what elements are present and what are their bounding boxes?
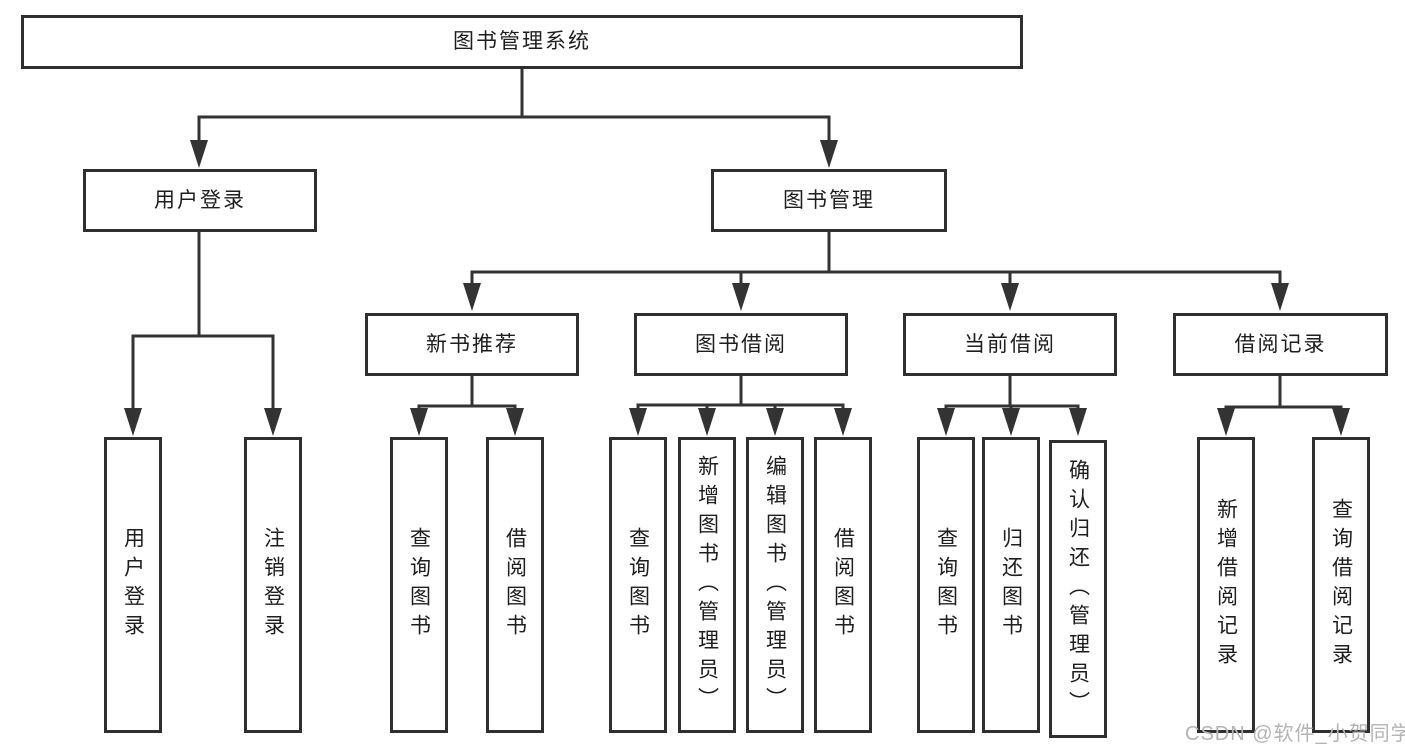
node-new-book-recommend: 新书推荐 bbox=[365, 313, 579, 376]
leaf-borrow-books-recommend: 借阅图书 bbox=[486, 437, 544, 733]
leaf-query-borrow-record: 查询借阅记录 bbox=[1312, 437, 1370, 733]
node-book-borrow: 图书借阅 bbox=[634, 313, 848, 376]
node-user-login: 用户登录 bbox=[83, 169, 317, 232]
node-borrow-record: 借阅记录 bbox=[1173, 313, 1388, 376]
csdn-watermark: CSDN @软件_小贺同学 bbox=[1185, 723, 1405, 745]
node-root-system: 图书管理系统 bbox=[21, 15, 1023, 69]
leaf-add-borrow-record: 新增借阅记录 bbox=[1197, 437, 1255, 733]
leaf-edit-books-admin: 编辑图书（管理员） bbox=[746, 437, 804, 733]
leaf-confirm-return-admin: 确认归还（管理员） bbox=[1049, 440, 1107, 738]
leaf-query-books-current: 查询图书 bbox=[917, 437, 975, 733]
node-current-borrow: 当前借阅 bbox=[903, 313, 1117, 376]
node-book-management: 图书管理 bbox=[711, 169, 947, 232]
leaf-borrow-books: 借阅图书 bbox=[814, 437, 872, 733]
arrowheads bbox=[124, 140, 1350, 436]
leaf-logout: 注销登录 bbox=[244, 437, 302, 733]
leaf-user-login: 用户登录 bbox=[104, 437, 162, 733]
leaf-query-books-borrow: 查询图书 bbox=[609, 437, 667, 733]
leaf-add-books-admin: 新增图书（管理员） bbox=[678, 437, 736, 733]
leaf-query-books-recommend: 查询图书 bbox=[390, 437, 448, 733]
leaf-return-books: 归还图书 bbox=[982, 437, 1040, 733]
